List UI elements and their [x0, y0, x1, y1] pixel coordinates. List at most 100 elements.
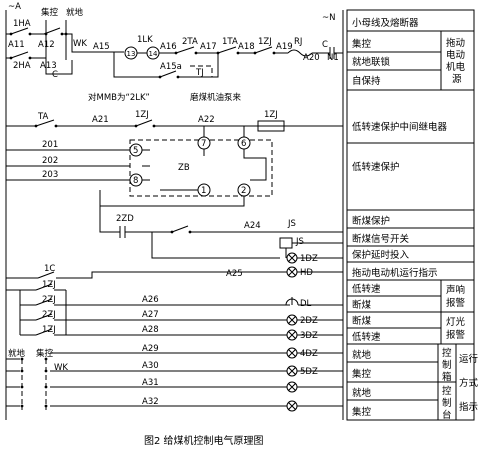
label-a29: A29: [142, 344, 159, 354]
label-a25: A25: [226, 269, 243, 279]
row-self-hold: 自保持: [352, 75, 381, 87]
label-3dz: 3DZ: [300, 331, 318, 341]
label-jiudi-top: 就地: [66, 7, 84, 18]
label-203: 203: [42, 170, 58, 180]
svg-text:控: 控: [442, 385, 452, 397]
row-coal-break-2: 断煤: [352, 315, 372, 327]
svg-text:报警: 报警: [446, 297, 466, 309]
label-jikong-bottom: 集控: [36, 348, 54, 359]
label-1c: 1C: [44, 264, 55, 274]
label-2ha: 2HA: [13, 61, 31, 71]
row-local-box: 就地: [352, 349, 372, 361]
label-ta: TA: [37, 112, 49, 122]
svg-text:拖动: 拖动: [446, 37, 465, 49]
label-a15a: A15a: [160, 62, 182, 72]
label-a13: A13: [40, 61, 57, 71]
note-oil-pump: 磨煤机油泵来: [190, 92, 242, 103]
label-a15: A15: [93, 42, 110, 52]
label-c-right: C: [322, 40, 328, 50]
row-local-interlock: 就地联锁: [352, 56, 391, 68]
label-2zj-l1: 2ZJ: [42, 295, 56, 305]
svg-text:台: 台: [442, 409, 452, 421]
label-4dz: 4DZ: [300, 349, 318, 359]
lamp-circuit: 1ZJ 2ZJ 2ZJ 1ZJ A26 DL A27 2DZ A28 3DZ 就…: [6, 280, 343, 412]
svg-text:2: 2: [241, 186, 246, 196]
label-1zj-b: 1ZJ: [264, 110, 278, 120]
svg-text:运行: 运行: [459, 353, 478, 365]
svg-text:声响: 声响: [446, 284, 465, 296]
label-1ha: 1HA: [13, 19, 31, 29]
label-js-a: JS: [287, 219, 296, 229]
svg-text:5: 5: [133, 146, 138, 156]
label-1zj-l2: 1ZJ: [42, 325, 56, 335]
label-dl: DL: [300, 299, 312, 309]
label-2zd: 2ZD: [116, 214, 134, 224]
function-table: 小母线及熔断器 集控 就地联锁 自保持 拖动 电动 机电 源 低转速保护中间继电…: [346, 9, 478, 421]
svg-text:7: 7: [201, 139, 206, 149]
label-a32: A32: [142, 397, 159, 407]
svg-text:报警: 报警: [446, 329, 466, 341]
label-201: 201: [42, 140, 58, 150]
top-control-circuit: 1HA A11 A12 集控 就地 WK 2HA A13 C A15 13 1L…: [6, 7, 343, 103]
label-a11: A11: [8, 40, 25, 50]
row-coal-break-switch: 断煤信号开关: [352, 233, 410, 245]
label-2dz: 2DZ: [300, 316, 318, 326]
label-a20: A20: [303, 53, 320, 63]
label-2ta: 2TA: [182, 37, 198, 47]
table-title: 小母线及熔断器: [352, 17, 419, 29]
row-coal-break-protect: 断煤保护: [352, 215, 390, 227]
label-tj: TJ: [195, 68, 204, 78]
label-1dz: 1DZ: [300, 254, 318, 264]
row-low-speed-2: 低转速: [352, 331, 381, 343]
svg-text:制: 制: [442, 359, 452, 371]
label-a31: A31: [142, 378, 159, 388]
label-1zj-l1: 1ZJ: [42, 280, 56, 290]
row-remote-box: 集控: [352, 368, 372, 380]
row-motor-run-indicator: 拖动电动机运行指示: [352, 267, 438, 279]
svg-text:灯光: 灯光: [446, 316, 466, 328]
figure-caption: 图2 给煤机控制电气原理图: [144, 434, 264, 447]
note-mmb: 对MMB为“2LK”: [88, 92, 150, 103]
bus-left-label: ~A: [8, 2, 21, 12]
label-n1: N1: [327, 53, 339, 63]
label-zb: ZB: [178, 163, 190, 173]
label-jiudi-bottom: 就地: [8, 348, 26, 359]
svg-text:14: 14: [149, 50, 158, 58]
row-remote-panel: 集控: [352, 406, 372, 418]
svg-text:电动: 电动: [446, 49, 465, 61]
label-wk-bottom: WK: [54, 363, 68, 373]
svg-text:制: 制: [442, 397, 452, 409]
label-a22: A22: [198, 115, 215, 125]
label-a27: A27: [142, 310, 159, 320]
row-low-speed-relay: 低转速保护中间继电器: [352, 121, 448, 133]
label-a18: A18: [238, 42, 255, 52]
row-local-panel: 就地: [352, 387, 372, 399]
label-1lk: 1LK: [137, 35, 153, 45]
svg-text:源: 源: [452, 74, 462, 85]
svg-text:机电: 机电: [446, 61, 466, 73]
label-hd: HD: [300, 268, 313, 278]
row-coal-break-1: 断煤: [352, 299, 372, 311]
label-1zj-a: 1ZJ: [135, 110, 149, 120]
label-a19: A19: [276, 42, 293, 52]
row-low-speed-protect: 低转速保护: [352, 161, 400, 173]
svg-text:13: 13: [127, 50, 136, 58]
svg-text:1: 1: [201, 186, 206, 196]
bus-right-label: ~N: [322, 13, 335, 23]
label-a21: A21: [92, 115, 109, 125]
svg-text:控: 控: [442, 347, 452, 359]
relay-circuit: TA A21 1ZJ A22 1ZJ 201 202 203 ZB 5 7 6 …: [6, 110, 343, 279]
svg-text:8: 8: [133, 176, 138, 186]
label-1zj-top: 1ZJ: [258, 37, 272, 47]
row-jikong-1: 集控: [352, 38, 372, 50]
label-a28: A28: [142, 325, 159, 335]
label-a26: A26: [142, 295, 159, 305]
label-wk-top: WK: [73, 39, 87, 49]
label-a17: A17: [200, 42, 217, 52]
label-rj: RJ: [294, 37, 302, 47]
label-a16: A16: [160, 42, 177, 52]
label-c-top: C: [52, 70, 58, 80]
svg-text:指示: 指示: [459, 401, 478, 413]
row-delay-enable: 保护延时投入: [352, 249, 410, 261]
